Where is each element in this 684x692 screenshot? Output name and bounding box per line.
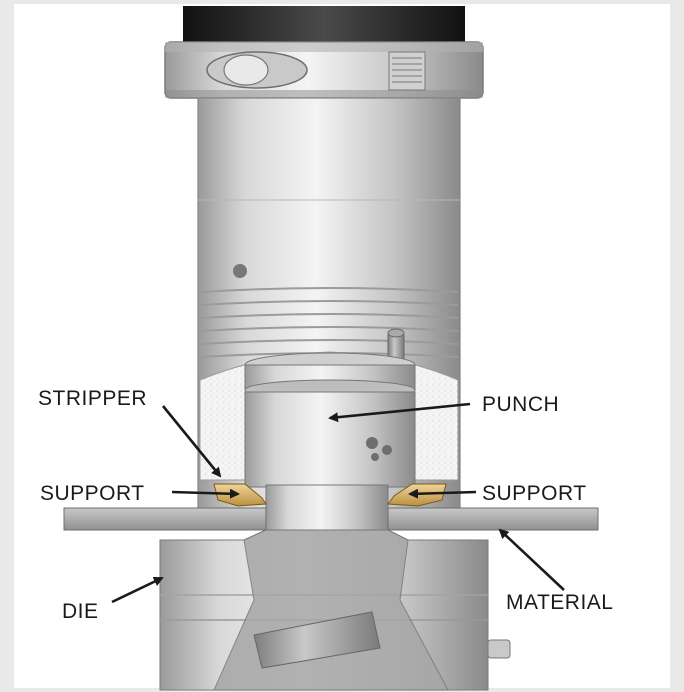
- die: [159, 529, 511, 691]
- material-leader: [498, 528, 565, 591]
- locking-nut: [164, 41, 484, 99]
- label-material: MATERIAL: [506, 591, 613, 614]
- label-punch: PUNCH: [482, 393, 559, 416]
- material-plate: [63, 507, 599, 531]
- leader-lines: [111, 402, 565, 604]
- stripper-leader: [161, 405, 222, 478]
- adjust-grip: [388, 51, 426, 91]
- key-pin: [387, 328, 405, 363]
- threads: [199, 287, 459, 358]
- label-support-right: SUPPORT: [482, 482, 587, 505]
- support-left-leader: [171, 488, 240, 499]
- label-support-left: SUPPORT: [40, 482, 145, 505]
- label-die: DIE: [62, 600, 99, 623]
- punch-leader: [328, 402, 471, 423]
- support-left: [213, 483, 267, 507]
- label-stripper: STRIPPER: [38, 387, 147, 410]
- support-right-leader: [408, 488, 477, 499]
- top-cap: [183, 6, 465, 42]
- die-leader: [111, 576, 164, 604]
